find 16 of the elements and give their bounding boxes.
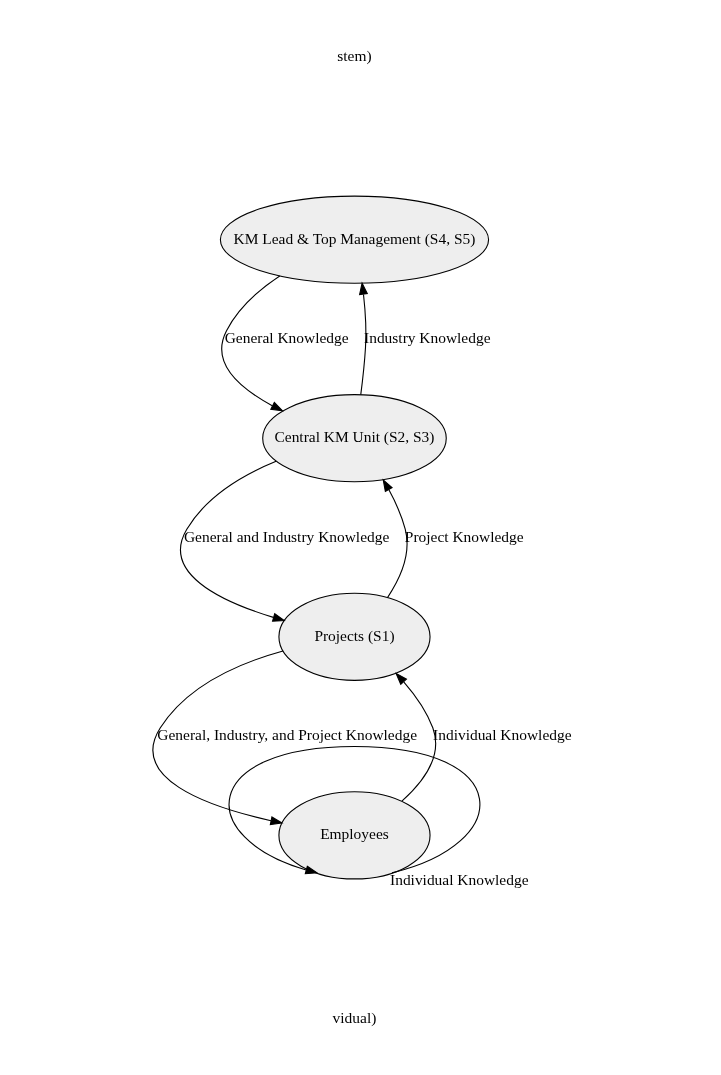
arrow <box>228 746 480 875</box>
node-ellipse: KM Lead & Top Management (S4, S5) <box>219 195 489 284</box>
arrow <box>381 478 408 599</box>
node-ellipse: Central KM Unit (S2, S3) <box>261 394 447 483</box>
arrow <box>220 275 284 412</box>
node-ellipse: Projects (S1) <box>277 592 431 681</box>
edge-label: General Knowledge <box>224 329 349 347</box>
edge-label: Individual Knowledge <box>432 726 572 744</box>
arrow <box>358 281 368 396</box>
arrow <box>394 672 436 802</box>
label: vidual) <box>332 1008 376 1026</box>
arrow <box>151 650 284 826</box>
arrow <box>179 460 286 622</box>
edge-label: General, Industry, and Project Knowledge <box>156 726 417 744</box>
label: stem) <box>336 46 372 64</box>
edge-label: General and Industry Knowledge <box>183 527 389 545</box>
